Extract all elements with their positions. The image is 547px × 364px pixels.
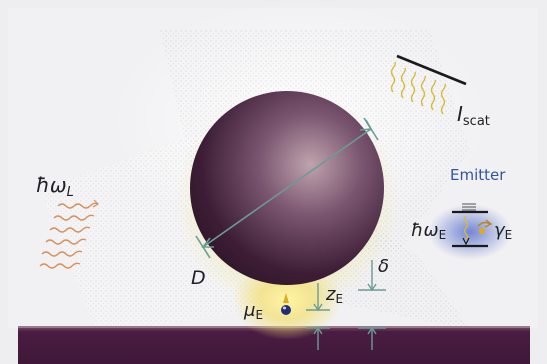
detector-bar	[396, 54, 467, 86]
diameter-indicator	[195, 117, 379, 259]
energy-level-diagram-icon	[452, 203, 493, 248]
diameter-label: D	[191, 267, 206, 289]
emitter-energy-label: ħωE	[411, 220, 446, 242]
emitter-title: Emitter	[450, 166, 506, 184]
gap-dimensions	[306, 260, 386, 350]
decay-rate-label: γE	[494, 220, 512, 242]
gap-label: δ	[378, 256, 389, 277]
incident-photon-label: ħωL	[36, 173, 74, 200]
emitter-glow	[428, 204, 512, 260]
dipole-label: μE	[243, 300, 263, 322]
emitter-height-label: zE	[325, 284, 343, 306]
scattered-intensity-label: Iscat	[457, 102, 490, 129]
dipole-emitter-icon	[281, 293, 291, 315]
incident-wave-icon	[39, 199, 99, 269]
scattered-wave-icon	[390, 61, 446, 115]
